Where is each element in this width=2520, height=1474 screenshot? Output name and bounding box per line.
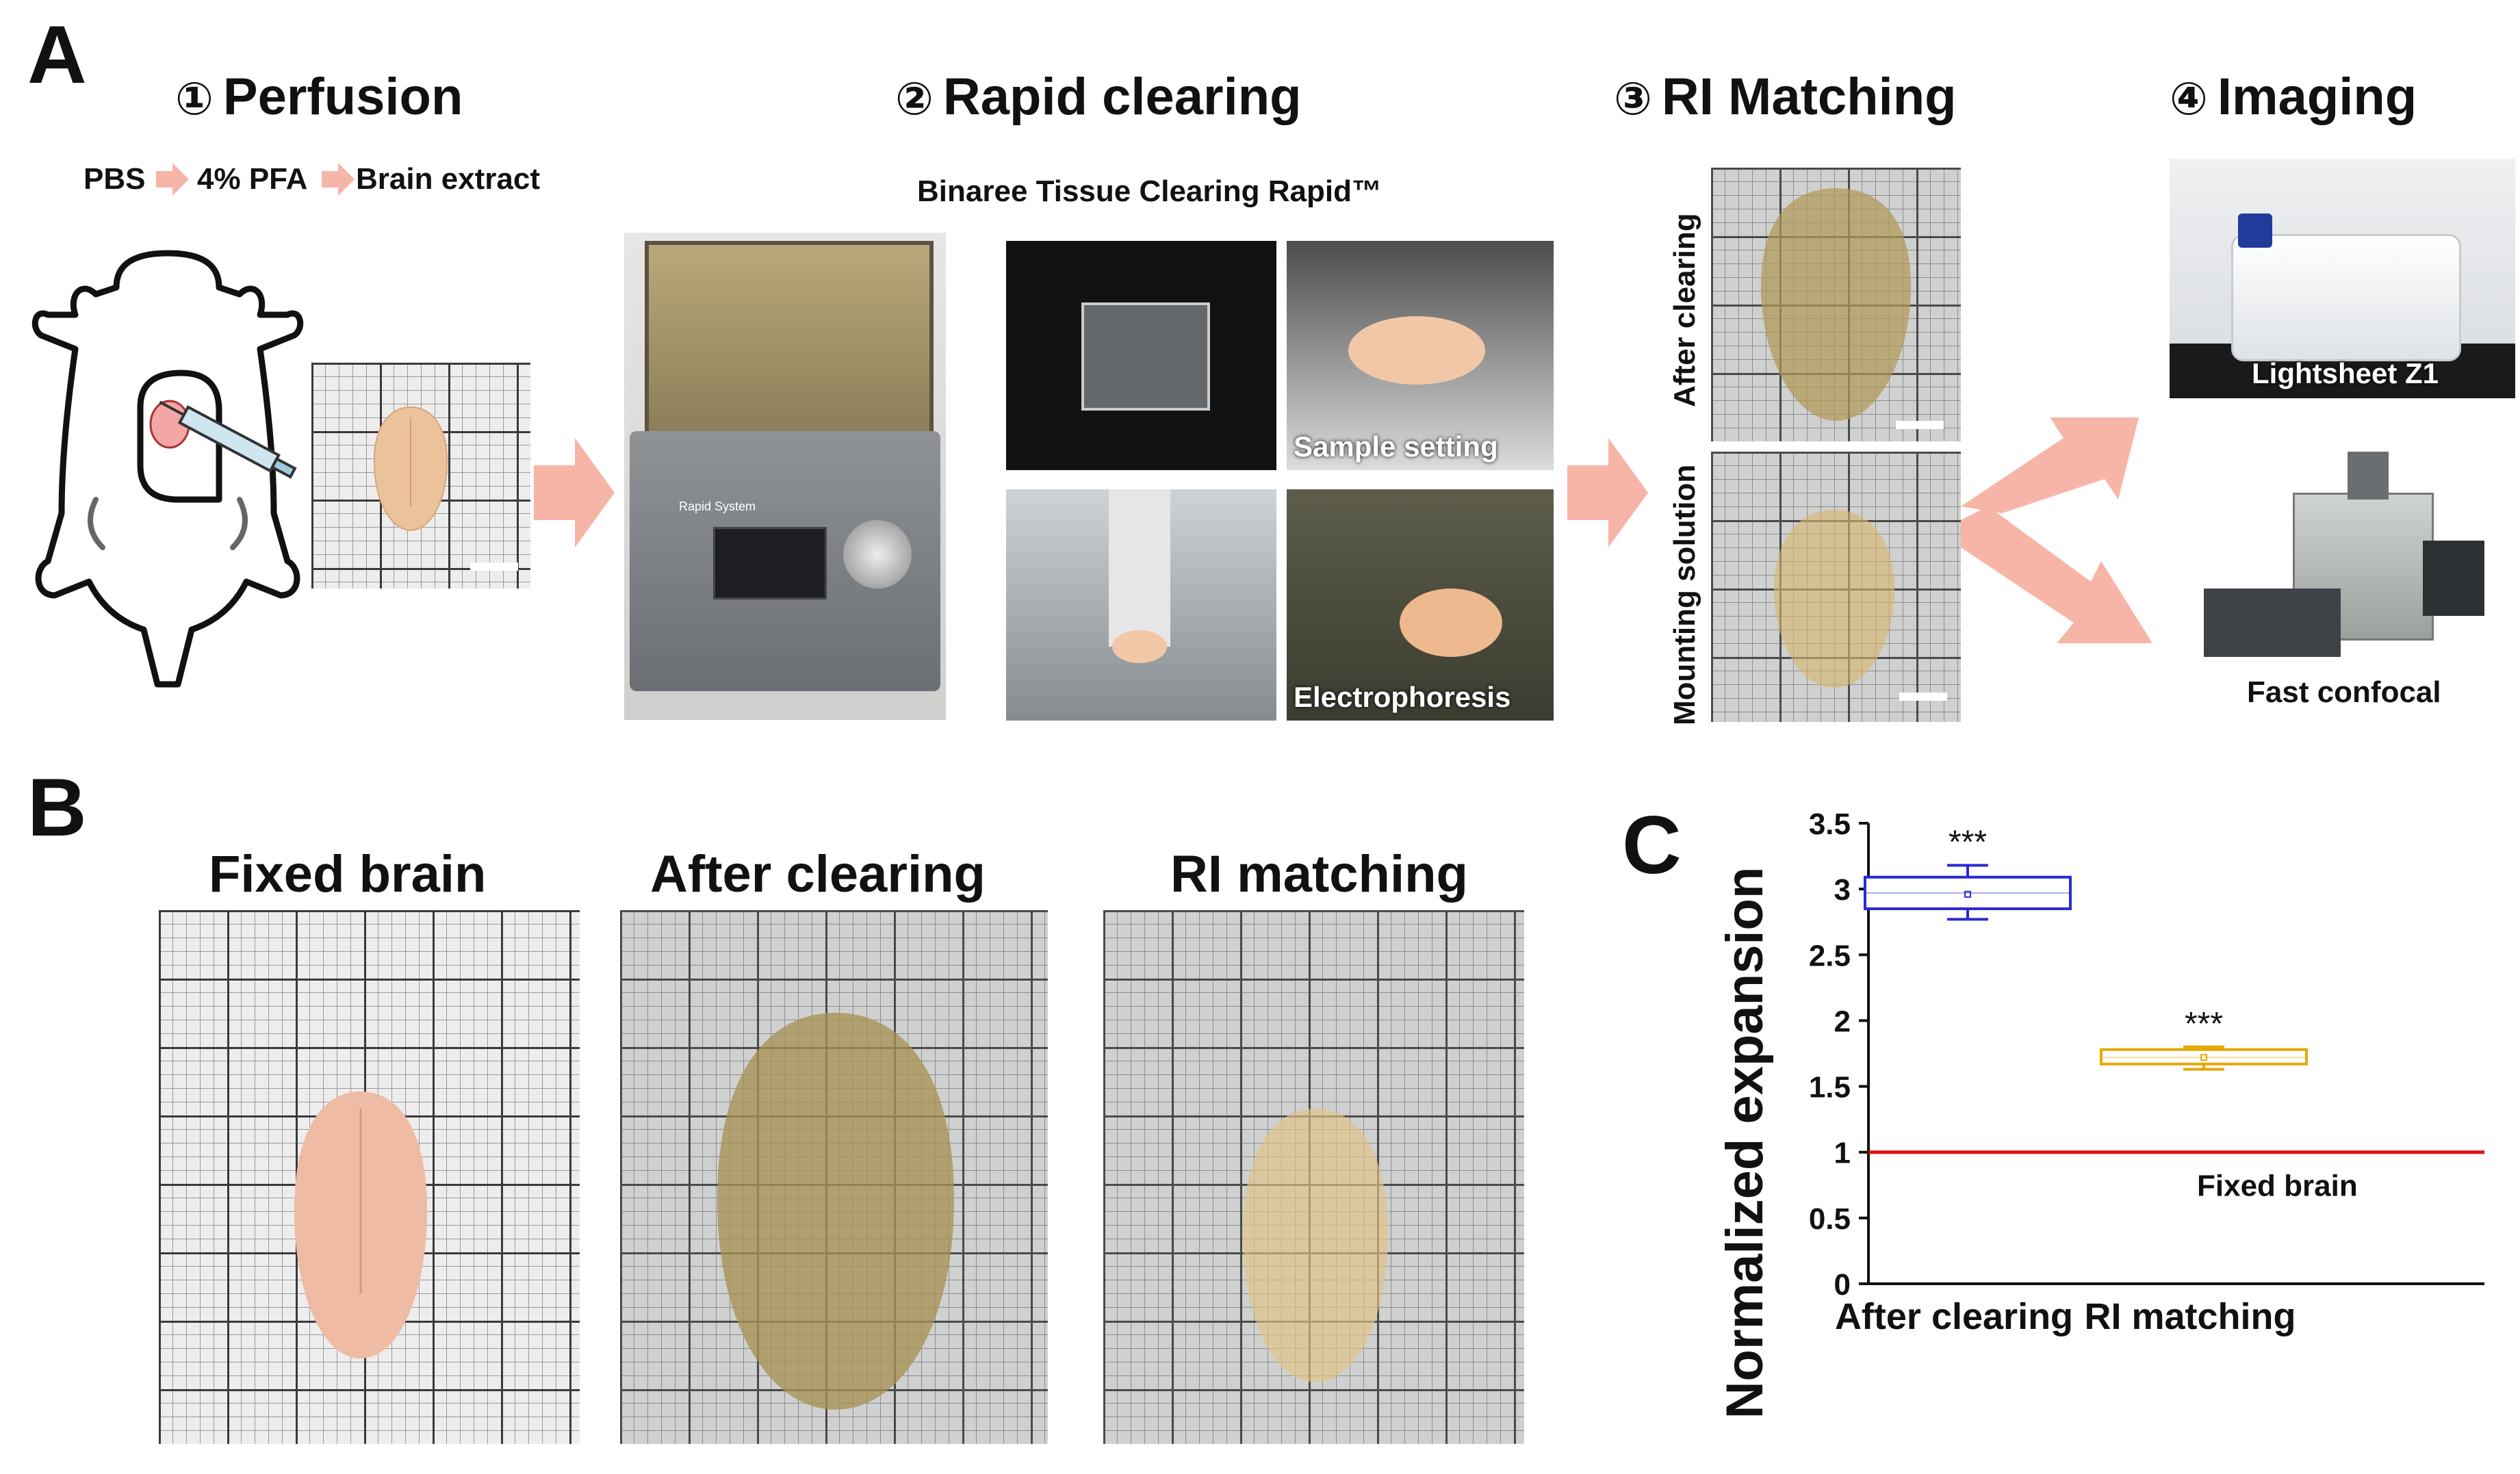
perfusion-step-brain-extract: Brain extract	[356, 162, 541, 196]
large-arrow-icon	[1567, 438, 1648, 547]
scale-bar	[470, 563, 518, 571]
confocal-camera	[2348, 452, 2389, 500]
brain-shape-icon	[1773, 510, 1895, 688]
brain-shape-icon	[1348, 316, 1485, 385]
reference-line-group: Fixed brain	[1868, 1150, 2484, 1203]
y-tick-label: 1.5	[1809, 1071, 1851, 1104]
pink-arrow-icon	[322, 163, 355, 196]
significance-label: ***	[1949, 825, 1987, 861]
x-tick-label: RI matching	[2084, 1296, 2296, 1337]
lightsheet-photo: Lightsheet Z1	[2170, 159, 2515, 398]
electrophoresis-photo: Electrophoresis	[1287, 489, 1554, 721]
after-clearing-photo	[620, 910, 1048, 1444]
significance-label: ***	[2185, 1006, 2223, 1042]
step-title-text: Perfusion	[222, 68, 463, 126]
y-tick-label: 2.5	[1809, 939, 1851, 972]
fixed-brain-photo	[159, 910, 580, 1444]
panel-label-b: B	[27, 762, 87, 853]
scale-bar	[1899, 693, 1947, 701]
sample-setting-photo: Sample setting	[1287, 241, 1554, 470]
split-arrow-down-icon	[1961, 506, 2152, 643]
device-screen-label: Rapid System	[679, 500, 756, 513]
box-group: *** ***	[1864, 825, 2308, 1071]
brain-shape-icon	[1242, 1109, 1389, 1382]
mounting-solution-grid-photo	[1711, 452, 1961, 722]
y-tick-label: 0	[1834, 1268, 1851, 1302]
box-mean-marker	[2200, 1054, 2207, 1061]
after-clearing-grid-photo	[1711, 168, 1961, 441]
rapid-clearing-device-photo: Rapid System	[624, 233, 946, 720]
fast-confocal-photo	[2190, 438, 2498, 677]
step-number: ①	[175, 73, 214, 124]
chamber	[1081, 302, 1210, 411]
panel-label-c: C	[1622, 799, 1682, 891]
chamber-top-photo	[1006, 241, 1276, 470]
perfusion-step-pfa: 4% PFA	[197, 162, 308, 196]
panel-b-title-ri-matching: RI matching	[1170, 845, 1468, 903]
chamber-side-photo	[1006, 489, 1276, 721]
perfusion-step-pbs: PBS	[83, 162, 146, 196]
y-tick-label: 2	[1834, 1005, 1851, 1038]
brain-shape-icon	[717, 1013, 955, 1410]
confocal-base	[2204, 589, 2341, 657]
box-iqr	[2100, 1048, 2308, 1065]
device-lid	[645, 241, 934, 448]
scale-bar	[1896, 421, 1944, 429]
panel-b-title-fixed: Fixed brain	[209, 845, 487, 903]
panel-label-a: A	[27, 9, 87, 101]
mounting-solution-rotated-label: Mounting solution	[1668, 464, 1701, 725]
fixed-brain-grid-photo	[311, 363, 530, 589]
y-tick-label: 1	[1834, 1137, 1851, 1170]
fast-confocal-caption: Fast confocal	[2247, 675, 2441, 709]
brain-shape-icon	[373, 406, 448, 532]
after-clearing-rotated-label: After clearing	[1668, 213, 1701, 407]
box-iqr	[1864, 875, 2072, 910]
step-number: ③	[1614, 73, 1652, 124]
step-title-text: Imaging	[2217, 68, 2417, 126]
sample-setting-caption: Sample setting	[1294, 430, 1498, 463]
device-title: Binaree Tissue Clearing Rapid™	[917, 174, 1382, 208]
step-title-text: Rapid clearing	[942, 68, 1302, 126]
lightsheet-caption: Lightsheet Z1	[2252, 357, 2439, 389]
confocal-side-unit	[2423, 541, 2484, 616]
brain-shape-icon	[294, 1091, 428, 1358]
y-tick-label: 3	[1834, 873, 1851, 907]
y-tick-label: 0.5	[1809, 1202, 1851, 1236]
device-knob	[843, 520, 912, 589]
y-axis-label: Normalized expansion	[1716, 867, 1774, 1419]
brain-shape-icon	[1760, 188, 1912, 421]
y-ticks: 0 0.5 1 1.5 2 2.5 3 3.5	[1809, 807, 1868, 1302]
mouse-perfusion-illustration	[31, 250, 304, 688]
brain-shape-icon	[1400, 589, 1502, 657]
y-tick-label: 3.5	[1809, 807, 1851, 841]
step-number: ②	[895, 73, 934, 124]
step-title-text: RI Matching	[1661, 68, 1957, 126]
ri-matching-photo	[1103, 910, 1524, 1444]
x-tick-label: After clearing	[1835, 1296, 2073, 1337]
electrophoresis-caption: Electrophoresis	[1294, 681, 1511, 713]
holder	[1109, 489, 1170, 647]
split-arrow-up-icon	[1961, 417, 2139, 513]
brain-shape-icon	[1112, 630, 1167, 663]
camera	[2238, 214, 2272, 248]
box-plot-chart: Normalized expansion 0 0.5 1 1.5 2 2.5 3 3.5 Fi…	[1716, 807, 2484, 1419]
pink-arrow-icon	[156, 163, 189, 196]
panel-b-title-after-clearing: After clearing	[650, 845, 986, 903]
device-screen	[713, 527, 827, 599]
step-number: ④	[2170, 73, 2208, 124]
x-tick-labels: After clearing RI matching	[1835, 1296, 2296, 1337]
large-arrow-icon	[534, 438, 615, 547]
reference-line-label: Fixed brain	[2197, 1169, 2358, 1203]
y-axis-label-group: Normalized expansion	[1716, 867, 1774, 1419]
box-mean-marker	[1964, 890, 1971, 898]
microscope-body	[2231, 234, 2461, 361]
